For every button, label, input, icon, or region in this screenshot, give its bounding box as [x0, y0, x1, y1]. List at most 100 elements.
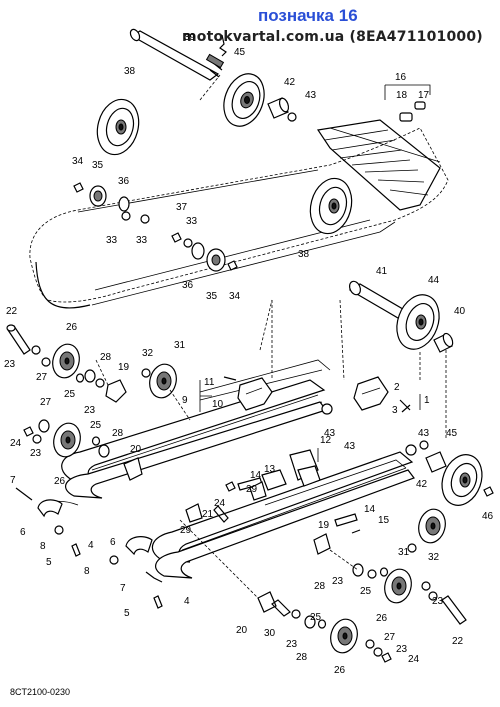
callout-40: 40 [454, 306, 466, 317]
rear-wheel-45-right [441, 454, 483, 506]
washer-23-b [95, 378, 105, 388]
nut-34-left [73, 182, 84, 193]
nut-24-left [23, 426, 34, 437]
leader-lines [95, 74, 447, 599]
callout-5-lower: 5 [124, 608, 130, 619]
left-slide-rail [39, 359, 331, 506]
callout-29-upper: 29 [246, 484, 258, 495]
callout-7-lower: 7 [120, 583, 126, 594]
right-slide-rail [151, 451, 415, 579]
callout-1: 1 [424, 395, 430, 406]
wheel-26-bottom [330, 618, 358, 654]
collar-36-left [118, 196, 130, 212]
bolt-5-lower [153, 595, 163, 609]
callout-38-center: 38 [298, 249, 310, 260]
callout-4-lower: 4 [184, 596, 190, 607]
callout-22-left: 22 [6, 306, 18, 317]
washer-43-right [419, 440, 429, 450]
bracket-19-left [105, 379, 127, 403]
callout-10: 10 [212, 399, 224, 410]
wheel-26-lower-left [53, 422, 81, 458]
callout-5-upper: 5 [46, 557, 52, 568]
callout-43-top: 43 [305, 90, 317, 101]
bolt-22-left [6, 324, 31, 355]
callout-25-c: 25 [360, 586, 372, 597]
end-cap-6-upper [37, 499, 63, 518]
washer-32-left [141, 368, 151, 378]
center-bracket-12 [289, 448, 321, 487]
callout-21: 21 [202, 509, 214, 520]
callout-38-left: 38 [124, 66, 136, 77]
callout-6-upper: 6 [20, 527, 26, 538]
bolt-22-right [441, 595, 467, 625]
washer-8-lower [109, 555, 119, 565]
clip-15 [351, 529, 361, 534]
callout-22-right: 22 [452, 636, 464, 647]
callout-42-right: 42 [416, 479, 428, 490]
callout-26-lower-left: 26 [54, 476, 66, 487]
washer-33-left-b [140, 214, 150, 224]
callout-36-center: 36 [182, 280, 194, 291]
callout-18: 18 [396, 90, 408, 101]
nut-24-right [381, 652, 392, 663]
callout-26-upper: 26 [66, 322, 78, 333]
callout-23-b: 23 [84, 405, 96, 416]
washer-25-c [379, 567, 389, 577]
callout-16: 16 [395, 72, 407, 83]
callout-2: 2 [394, 382, 400, 393]
callout-25-b: 25 [90, 420, 102, 431]
callout-33-left-b: 33 [136, 235, 148, 246]
wheel-31-left [149, 363, 177, 399]
washer-23-h [373, 647, 383, 657]
callout-20-right: 20 [236, 625, 248, 636]
washer-43-rail-right [405, 444, 417, 456]
bushing-29-upper [249, 481, 267, 501]
callout-17: 17 [418, 90, 430, 101]
nut-46 [483, 486, 494, 497]
callout-37: 37 [176, 202, 188, 213]
callout-33-center: 33 [186, 216, 198, 227]
washer-43-upper [287, 112, 297, 122]
callout-28-b: 28 [112, 428, 124, 439]
slider-14-lower [334, 513, 358, 527]
brace-13 [261, 469, 287, 491]
washer-25-d [317, 619, 327, 629]
callout-45-top: 45 [234, 47, 246, 58]
callout-24-right: 24 [408, 654, 420, 665]
callout-31-right: 31 [398, 547, 410, 558]
callout-14-lower: 14 [364, 504, 376, 515]
track-belt [29, 119, 449, 309]
washer-23-f [428, 591, 438, 601]
callout-35-center: 35 [206, 291, 218, 302]
callout-19-right: 19 [318, 520, 330, 531]
callout-27-b: 27 [40, 397, 52, 408]
callout-41: 41 [376, 266, 388, 277]
callout-26-lower-right: 26 [376, 613, 388, 624]
bolt-21 [213, 505, 229, 523]
washer-33-left-a [121, 211, 131, 221]
washer-43-rail-left [321, 403, 333, 415]
callout-23-c: 23 [30, 448, 42, 459]
rear-axle-shaft-41 [348, 280, 410, 319]
bushing-42-right [425, 451, 447, 473]
callout-42-top: 42 [284, 77, 296, 88]
callout-23-e: 23 [432, 596, 444, 607]
callout-27-a: 27 [36, 372, 48, 383]
callout-14-upper: 14 [250, 470, 262, 481]
callout-24-center: 24 [214, 498, 226, 509]
upper-idler-wheel-45 [223, 73, 265, 127]
collar-28-d [304, 615, 316, 629]
callout-27-c: 27 [384, 632, 396, 643]
callout-35-left: 35 [92, 160, 104, 171]
callout-numbers: 39 45 38 42 43 16 18 17 34 35 36 37 33 3… [4, 32, 494, 676]
nut-24-center [225, 481, 236, 492]
callout-25-a: 25 [64, 389, 76, 400]
callout-6-lower: 6 [110, 537, 116, 548]
fwd-label: FWD [27, 636, 43, 643]
bracket-assembly-9 [199, 376, 273, 412]
rear-wheel-44 [396, 294, 440, 350]
callout-23-d: 23 [332, 576, 344, 587]
diagram-reference-title: позначка 16 [258, 6, 358, 25]
collar-28-b [98, 444, 110, 458]
